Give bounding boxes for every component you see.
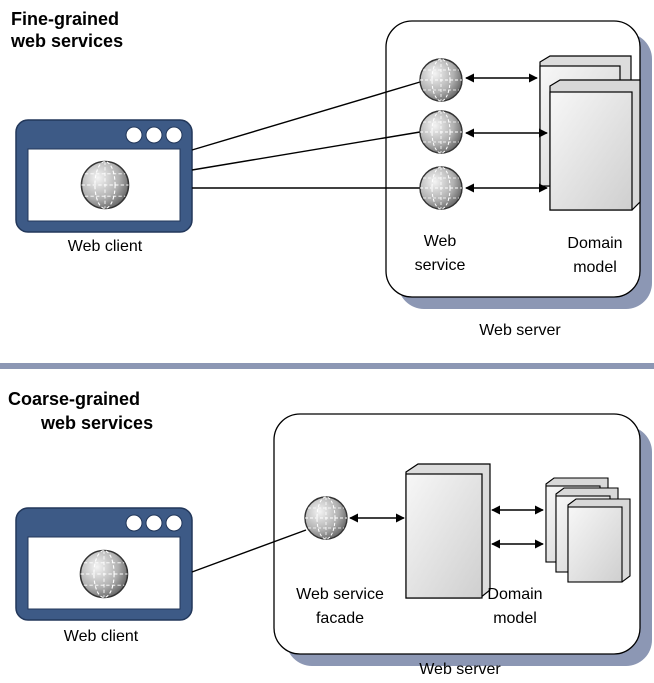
bottom-web-server-label: Web server xyxy=(419,661,501,678)
top-web-service-label-line1: Web xyxy=(423,233,457,250)
bottom-facade-label-line2: facade xyxy=(315,610,365,627)
bottom-title-line1: Coarse-grained xyxy=(8,389,141,409)
top-connection-line-2 xyxy=(191,131,421,171)
divider xyxy=(0,363,654,369)
top-domain-model-box xyxy=(539,55,641,211)
bottom-domain-model-label-line2: model xyxy=(493,610,537,627)
bottom-web-client-label: Web client xyxy=(63,628,139,645)
top-panel xyxy=(15,20,652,309)
top-service-globe-icon xyxy=(419,58,463,102)
bottom-facade-box xyxy=(405,463,491,599)
top-connection-line-1 xyxy=(191,81,421,151)
top-web-server-label: Web server xyxy=(479,322,561,339)
top-title-line1: Fine-grained xyxy=(11,9,120,29)
bottom-facade-globe-icon xyxy=(304,496,348,540)
top-domain-model-label-line1: Domain xyxy=(567,235,623,252)
bottom-domain-model-label-line1: Domain xyxy=(487,586,543,603)
bottom-facade-label-line1: Web service xyxy=(296,586,384,603)
bottom-domain-model-box xyxy=(545,477,631,583)
bottom-connection-line xyxy=(191,529,307,573)
top-domain-model-label-line2: model xyxy=(573,259,617,276)
bottom-panel xyxy=(15,413,652,666)
bottom-title-line2: web services xyxy=(41,413,154,433)
top-service-globe-icon xyxy=(419,110,463,154)
top-client-globe-icon xyxy=(80,160,130,210)
top-web-client-label: Web client xyxy=(67,238,143,255)
top-web-service-label-line2: service xyxy=(414,257,466,274)
bottom-client-globe-icon xyxy=(79,549,129,599)
top-service-globe-icon xyxy=(419,166,463,210)
top-title-line2: web services xyxy=(11,31,124,51)
